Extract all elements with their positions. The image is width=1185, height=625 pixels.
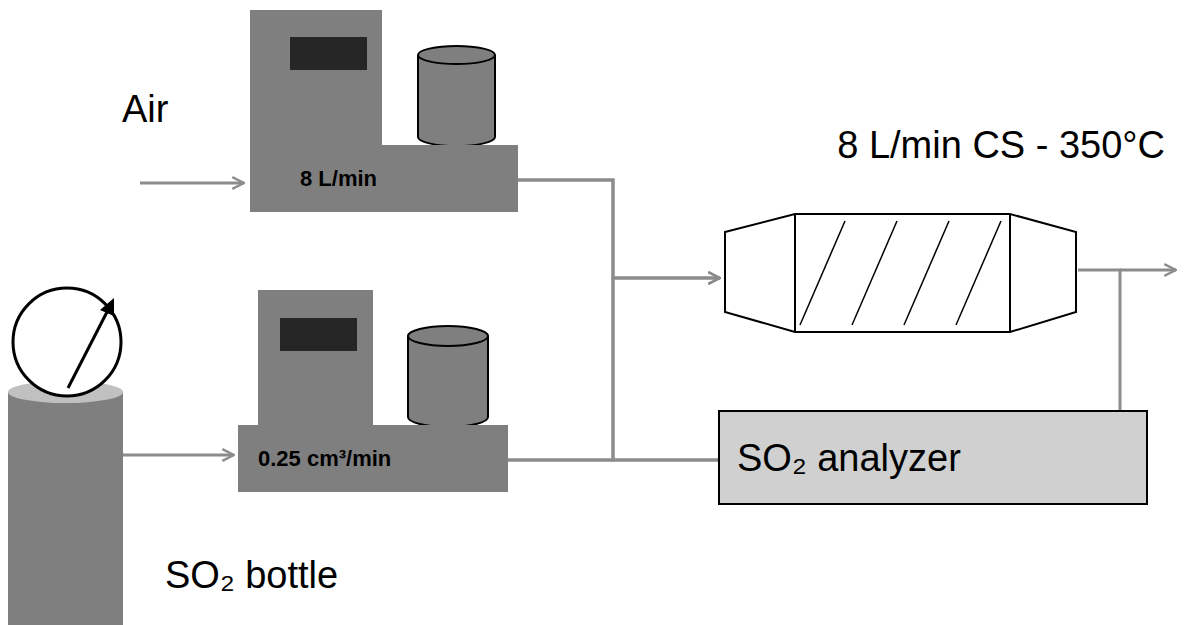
catalyst-hatch (800, 221, 845, 325)
gauge-needle (68, 310, 108, 388)
box-label: SO₂ analyzer (737, 435, 961, 481)
catalyst-hatch (904, 221, 949, 325)
reactor-body (725, 214, 1076, 332)
box-label: 0.25 cm³/min (258, 446, 391, 472)
controller-display (290, 37, 367, 70)
catalyst-hatch (956, 221, 1001, 325)
bottle-outline (8, 380, 123, 625)
analyzer-box: SO₂ analyzer (718, 410, 1148, 505)
pressure-gauge (13, 288, 121, 396)
reactor-divider (1009, 214, 1011, 332)
gas-line (123, 454, 234, 457)
bottle-body (8, 392, 123, 625)
bottle-label: SO₂ bottle (165, 552, 338, 598)
inlet-arrow (140, 182, 244, 185)
catalyst-hatch (852, 221, 897, 325)
gas-line (1078, 270, 1120, 410)
controller-cylinder (418, 55, 495, 146)
gas-bottle: SO₂ bottle (8, 380, 123, 625)
controller-cylinder-top (418, 46, 495, 64)
gas-line (508, 459, 718, 462)
flow-controller: 0.25 cm³/min (238, 425, 508, 492)
gas-line (518, 180, 718, 460)
controller-body (250, 10, 382, 146)
catalyst-reactor: 8 L/min CS - 350°C (722, 213, 1078, 333)
controller-display (280, 318, 357, 351)
gas-line (518, 180, 720, 278)
controller-cylinder (408, 336, 488, 427)
reactor-heading: 8 L/min CS - 350°C (837, 122, 1165, 168)
outlet-arrow (1120, 269, 1176, 272)
gauge-needle-head (100, 298, 114, 316)
controller-cylinder-top (408, 326, 488, 346)
flow-controller: 8 L/min (250, 145, 518, 212)
reactor-outline (722, 213, 1078, 333)
reactor-divider (794, 214, 796, 332)
gas-label: Air (122, 86, 168, 132)
box-label: 8 L/min (300, 166, 377, 192)
controller-body (258, 290, 373, 426)
